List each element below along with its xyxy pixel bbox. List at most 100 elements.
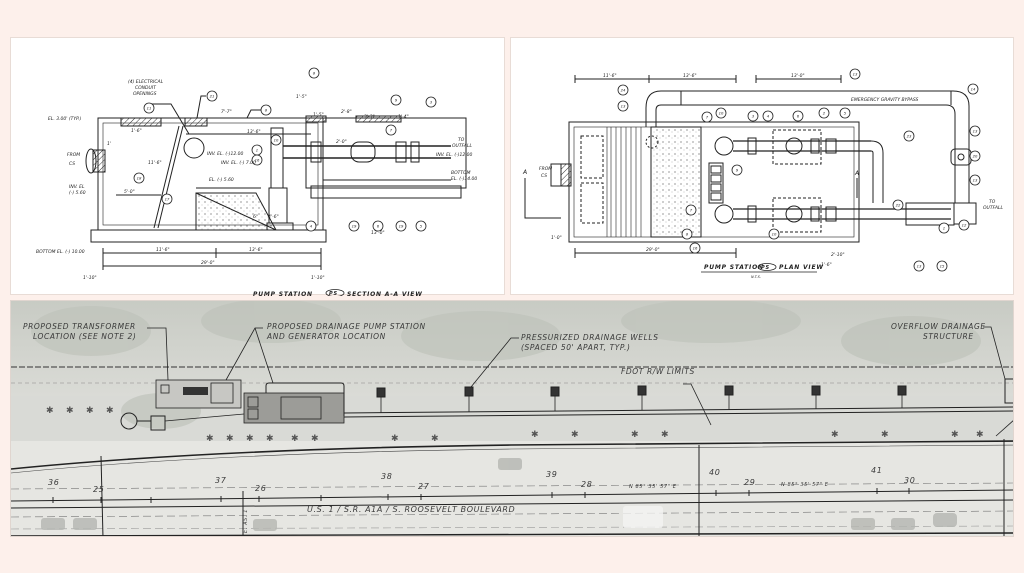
callout-number: 23 [907,134,912,139]
station-lower: 27 [418,482,430,491]
callout-number: 10 [772,232,777,237]
shrub-symbols: ✱✱✱✱ ✱✱✱✱ ✱✱✱✱ ✱✱✱✱ ✱✱✱✱ [46,406,984,444]
conduit-label-line1: (4) ELECTRICAL [128,79,164,85]
dim-label: 4'-6" [268,214,279,220]
el-560-label: EL. (-) 5.60 [209,177,234,183]
station-lower: 26 [255,484,266,493]
wells-annotation-line1: PRESSURIZED DRAINAGE WELLS [521,333,659,342]
svg-text:✱: ✱ [311,434,319,444]
svg-text:✱: ✱ [46,406,54,416]
wells-annotation-line2: (SPACED 50' APART, TYP.) [521,343,631,352]
el-top-label: EL. 3.00' (TYP.) [48,116,82,122]
pump-station-annotation-line2: AND GENERATOR LOCATION [266,332,386,341]
plan-title-tag: PS [761,265,770,271]
callout-number: 13 [973,178,978,183]
callout-number: 19 [399,224,404,229]
station-upper: 39 [546,470,557,479]
svg-text:✱: ✱ [661,430,669,440]
svg-text:✱: ✱ [266,434,274,444]
aerial-site-plan-map: ✱✱✱✱ ✱✱✱✱ ✱✱✱✱ ✱✱✱✱ ✱✱✱✱ [11,301,1013,536]
callout-number: 20 [973,154,978,159]
dim-label: 7'-7" [221,109,232,115]
dim-label: 2'-0" [336,139,347,145]
station-lower: 29 [744,478,755,487]
bottom-right-label-1: BOTTOM [451,170,471,176]
transformer-symbol-box [150,415,166,431]
callout-number: 8 [265,108,268,113]
dim-label: 13'-6" [247,129,261,135]
station-upper: 38 [381,472,392,481]
callout-number: 16 [693,246,698,251]
dim-label: 13'-6" [683,73,697,79]
callout-number: 4 [310,224,313,229]
section-view-drawing: (4) ELECTRICAL CONDUIT OPENINGS EL. 3.00… [36,67,477,296]
dim-label: 1'-6" [131,128,142,134]
svg-text:✱: ✱ [881,430,889,440]
from-tag: CS [69,161,75,167]
svg-text:✱: ✱ [531,430,539,440]
callout-number: 7 [390,128,393,133]
dim-label: 1'-6" [821,262,832,268]
plan-to-label: TO [989,199,996,205]
svg-text:✱: ✱ [391,434,399,444]
callout-number: 10 [719,111,724,116]
dim-label: 1'-10" [311,275,325,281]
callout-number: 8 [686,232,689,237]
callout-number: 14 [971,87,976,92]
station-upper: 40 [709,468,720,477]
callout-number: 5 [844,111,847,116]
callout-number: 11 [147,106,152,111]
svg-text:✱: ✱ [831,430,839,440]
section-title-tag: PS [329,291,338,296]
callout-number: 7 [706,115,709,120]
ps-tag-ellipse [757,263,777,271]
callout-number: 1 [256,148,258,153]
callout-number: 22 [896,203,901,208]
callout-number: 24 [621,88,626,93]
svg-text:✱: ✱ [66,406,74,416]
svg-text:✱: ✱ [106,406,114,416]
inv-7-label: INV. EL. (-) 7.00 [221,160,256,166]
svg-text:✱: ✱ [206,434,214,444]
bottom-el-label: BOTTOM EL. (-) 10.00 [36,249,85,255]
svg-text:✱: ✱ [226,434,234,444]
from-label: FROM [67,152,80,158]
station-upper: 41 [871,466,882,475]
pump-station-annotation-line1: PROPOSED DRAINAGE PUMP STATION [267,322,426,331]
section-marker-a-left: A [522,169,527,176]
section-title-suffix: SECTION A-A VIEW [347,291,423,296]
bearing-label-2: N 85° 35' 57" E [781,482,829,488]
section-view-panel: (4) ELECTRICAL CONDUIT OPENINGS EL. 3.00… [10,37,505,296]
svg-text:✱: ✱ [431,434,439,444]
dim-label: 11'-6" [148,160,162,166]
callout-number: 13 [917,264,922,269]
callout-number: 17 [165,197,170,202]
ps-tag-ellipse [325,289,345,296]
dim-label: 1'-5" [313,112,324,118]
dim-label: 3'-3" [364,114,375,120]
svg-text:✱: ✱ [86,406,94,416]
station-upper: 36 [48,478,59,487]
overflow-annotation-line1: OVERFLOW DRAINAGE [891,322,986,331]
callout-number: 8 [313,71,316,76]
aerial-site-plan-panel: ✱✱✱✱ ✱✱✱✱ ✱✱✱✱ ✱✱✱✱ ✱✱✱✱ [10,300,1014,537]
callout-number: 19 [352,224,357,229]
section-marker-a-right: A [854,170,859,177]
plan-outfall-label: OUTFALL [983,205,1003,211]
transformer-annotation-line1: PROPOSED TRANSFORMER [23,322,136,331]
bottom-right-label-2: EL. (-)14.00 [451,176,477,182]
dim-label: 13'-0" [791,73,805,79]
dim-label: 1'-4" [398,114,409,120]
station-lower: 28 [581,480,592,489]
plan-title-suffix: PLAN VIEW [779,264,824,271]
callout-number: 13 [973,129,978,134]
station-lower: 30 [904,476,915,485]
drainage-wells [376,385,907,413]
svg-text:✱: ✱ [631,430,639,440]
inv-left-label-1: INV. EL [69,184,85,190]
bearing-label-1: N 85° 35' 57" E [629,484,677,490]
dim-label: 2'-8" [341,109,352,115]
dim-label: 1'-10" [83,275,97,281]
svg-text:✱: ✱ [291,434,299,444]
callout-number: 6 [797,114,800,119]
